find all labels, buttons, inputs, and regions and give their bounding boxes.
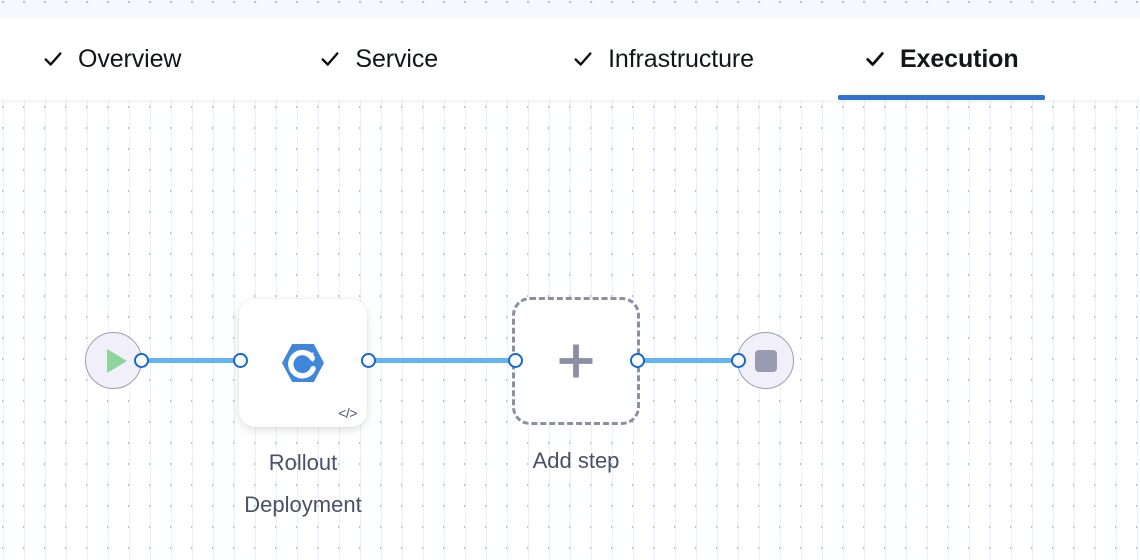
- tab-label-service: Service: [355, 44, 439, 73]
- port-end-input[interactable]: [731, 353, 746, 368]
- port-rollout-output[interactable]: [361, 353, 376, 368]
- tab-overview[interactable]: Overview: [14, 18, 209, 100]
- canvas-top-band: [0, 0, 1140, 18]
- tab-service[interactable]: Service: [291, 18, 466, 100]
- pipeline-stage-tabs: Overview Service Infrastructure: [0, 18, 1140, 100]
- tab-label-execution: Execution: [899, 44, 1019, 73]
- tab-label-infrastructure: Infrastructure: [608, 44, 754, 73]
- connector-start-to-rollout[interactable]: [140, 358, 244, 363]
- check-icon: [864, 48, 886, 70]
- check-icon: [319, 48, 341, 70]
- port-addstep-input[interactable]: [508, 353, 523, 368]
- tab-label-overview: Overview: [78, 44, 182, 73]
- plus-icon: [557, 342, 595, 380]
- step-node-rollout-deployment[interactable]: </>: [239, 299, 367, 427]
- rollout-deployment-icon: [279, 339, 327, 387]
- tab-execution[interactable]: Execution: [836, 18, 1047, 100]
- step-label-rollout-deployment: Rollout Deployment: [244, 450, 362, 517]
- check-icon: [572, 48, 594, 70]
- stop-square-icon: [754, 349, 777, 372]
- port-start-output[interactable]: [134, 353, 149, 368]
- connector-rollout-to-addstep[interactable]: [366, 358, 518, 363]
- code-icon: </>: [338, 405, 357, 421]
- tab-infrastructure[interactable]: Infrastructure: [544, 18, 782, 100]
- pipeline-end-node[interactable]: [737, 332, 794, 389]
- pipeline-start-node[interactable]: [85, 332, 142, 389]
- active-tab-underline: [837, 95, 1045, 100]
- port-rollout-input[interactable]: [233, 353, 248, 368]
- port-addstep-output[interactable]: [630, 353, 645, 368]
- connector-addstep-to-end[interactable]: [637, 358, 741, 363]
- step-label-add-step: Add step: [532, 448, 620, 473]
- add-step-node[interactable]: [512, 297, 640, 425]
- play-icon: [107, 348, 127, 373]
- check-icon: [42, 48, 64, 70]
